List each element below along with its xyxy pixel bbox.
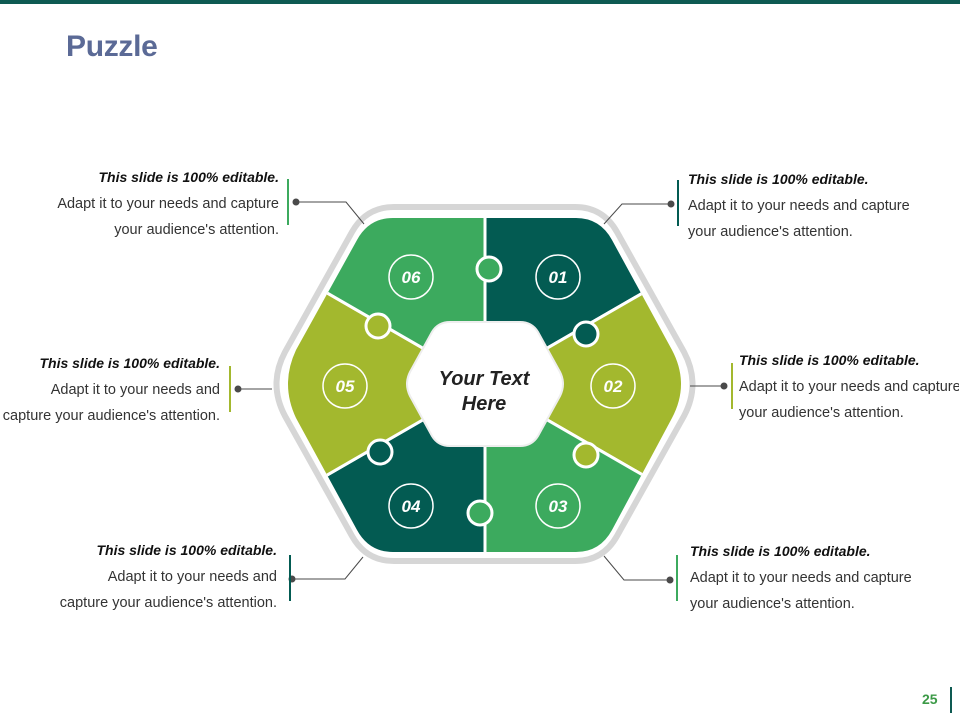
page-number: 25 [922,691,938,707]
callout-title: This slide is 100% editable. [688,171,869,187]
callout-title: This slide is 100% editable. [739,352,920,368]
puzzle-knob [475,255,503,283]
page-number-bar [950,687,952,713]
callout-title: This slide is 100% editable. [96,542,277,558]
top-accent-bar [0,0,960,4]
piece-number-01: 01 [549,268,568,287]
connector-dot [720,382,728,390]
puzzle-knob [572,320,600,348]
hexagon-outer-frame [273,204,696,564]
center-text: Your Text Here [418,367,550,417]
piece-number-02: 02 [604,377,623,396]
callout-accent-bar [676,555,678,601]
callout-accent-bar [289,555,291,601]
puzzle-knob [364,312,392,340]
connector-line-top-left [296,201,365,225]
number-circle [535,254,581,300]
number-circle [322,363,368,409]
number-circle [388,483,434,529]
callout-top-left: This slide is 100% editable. Adapt it to… [20,164,279,244]
callout-text-line-1: Adapt it to your needs and capture [57,195,279,212]
puzzle-piece-06[interactable] [270,150,487,387]
number-circle [590,363,636,409]
piece-number-05: 05 [336,377,355,396]
piece-number-06: 06 [402,268,421,287]
piece-number-04: 04 [402,497,421,516]
callout-text-line-2: your audience's attention. [114,222,279,238]
callout-text-line-1: Adapt it to your needs and capture [739,378,959,395]
number-circle [388,254,434,300]
connector-dot [667,200,675,208]
callout-middle-left: This slide is 100% editable. Adapt it to… [0,350,220,430]
piece-number-03: 03 [549,497,568,516]
callout-middle-right: This slide is 100% editable. Adapt it to… [739,347,959,427]
connector-dot [666,576,674,584]
number-circle [535,483,581,529]
slide-title: Puzzle [66,30,158,63]
connector-dot [292,198,300,206]
callout-text-line-1: Adapt it to your needs and [50,381,220,398]
connector-line-bottom-right [603,555,670,581]
puzzle-knob [366,438,394,466]
connector-line-bottom-left [292,556,364,580]
callout-text-line-2: capture your audience's attention. [59,595,277,611]
callout-text-line-1: Adapt it to your needs and [107,568,277,585]
callout-text-line-2: your audience's attention. [690,596,855,612]
callout-title: This slide is 100% editable. [690,543,871,559]
callout-accent-bar [677,180,679,226]
callout-text-line-1: Adapt it to your needs and capture [690,569,912,586]
puzzle-knob [572,441,600,469]
callout-bottom-right: This slide is 100% editable. Adapt it to… [690,538,912,618]
callout-title: This slide is 100% editable. [39,355,220,371]
callout-bottom-left: This slide is 100% editable. Adapt it to… [20,537,277,617]
callout-text-line-2: your audience's attention. [688,224,853,240]
callout-text-line-2: your audience's attention. [739,405,904,421]
puzzle-knob [466,499,494,527]
callout-accent-bar [731,363,733,409]
callout-accent-bar [229,366,231,412]
connector-line-top-right [603,203,671,225]
center-hexagon [406,321,564,447]
connector-dot [234,385,242,393]
center-text-line-2: Here [461,393,507,415]
callout-title: This slide is 100% editable. [98,169,279,185]
callout-text-line-2: capture your audience's attention. [2,408,220,424]
callout-accent-bar [287,179,289,225]
callout-top-right: This slide is 100% editable. Adapt it to… [688,166,910,246]
callout-text-line-1: Adapt it to your needs and capture [688,197,910,214]
center-text-line-1: Your Text [438,368,530,390]
